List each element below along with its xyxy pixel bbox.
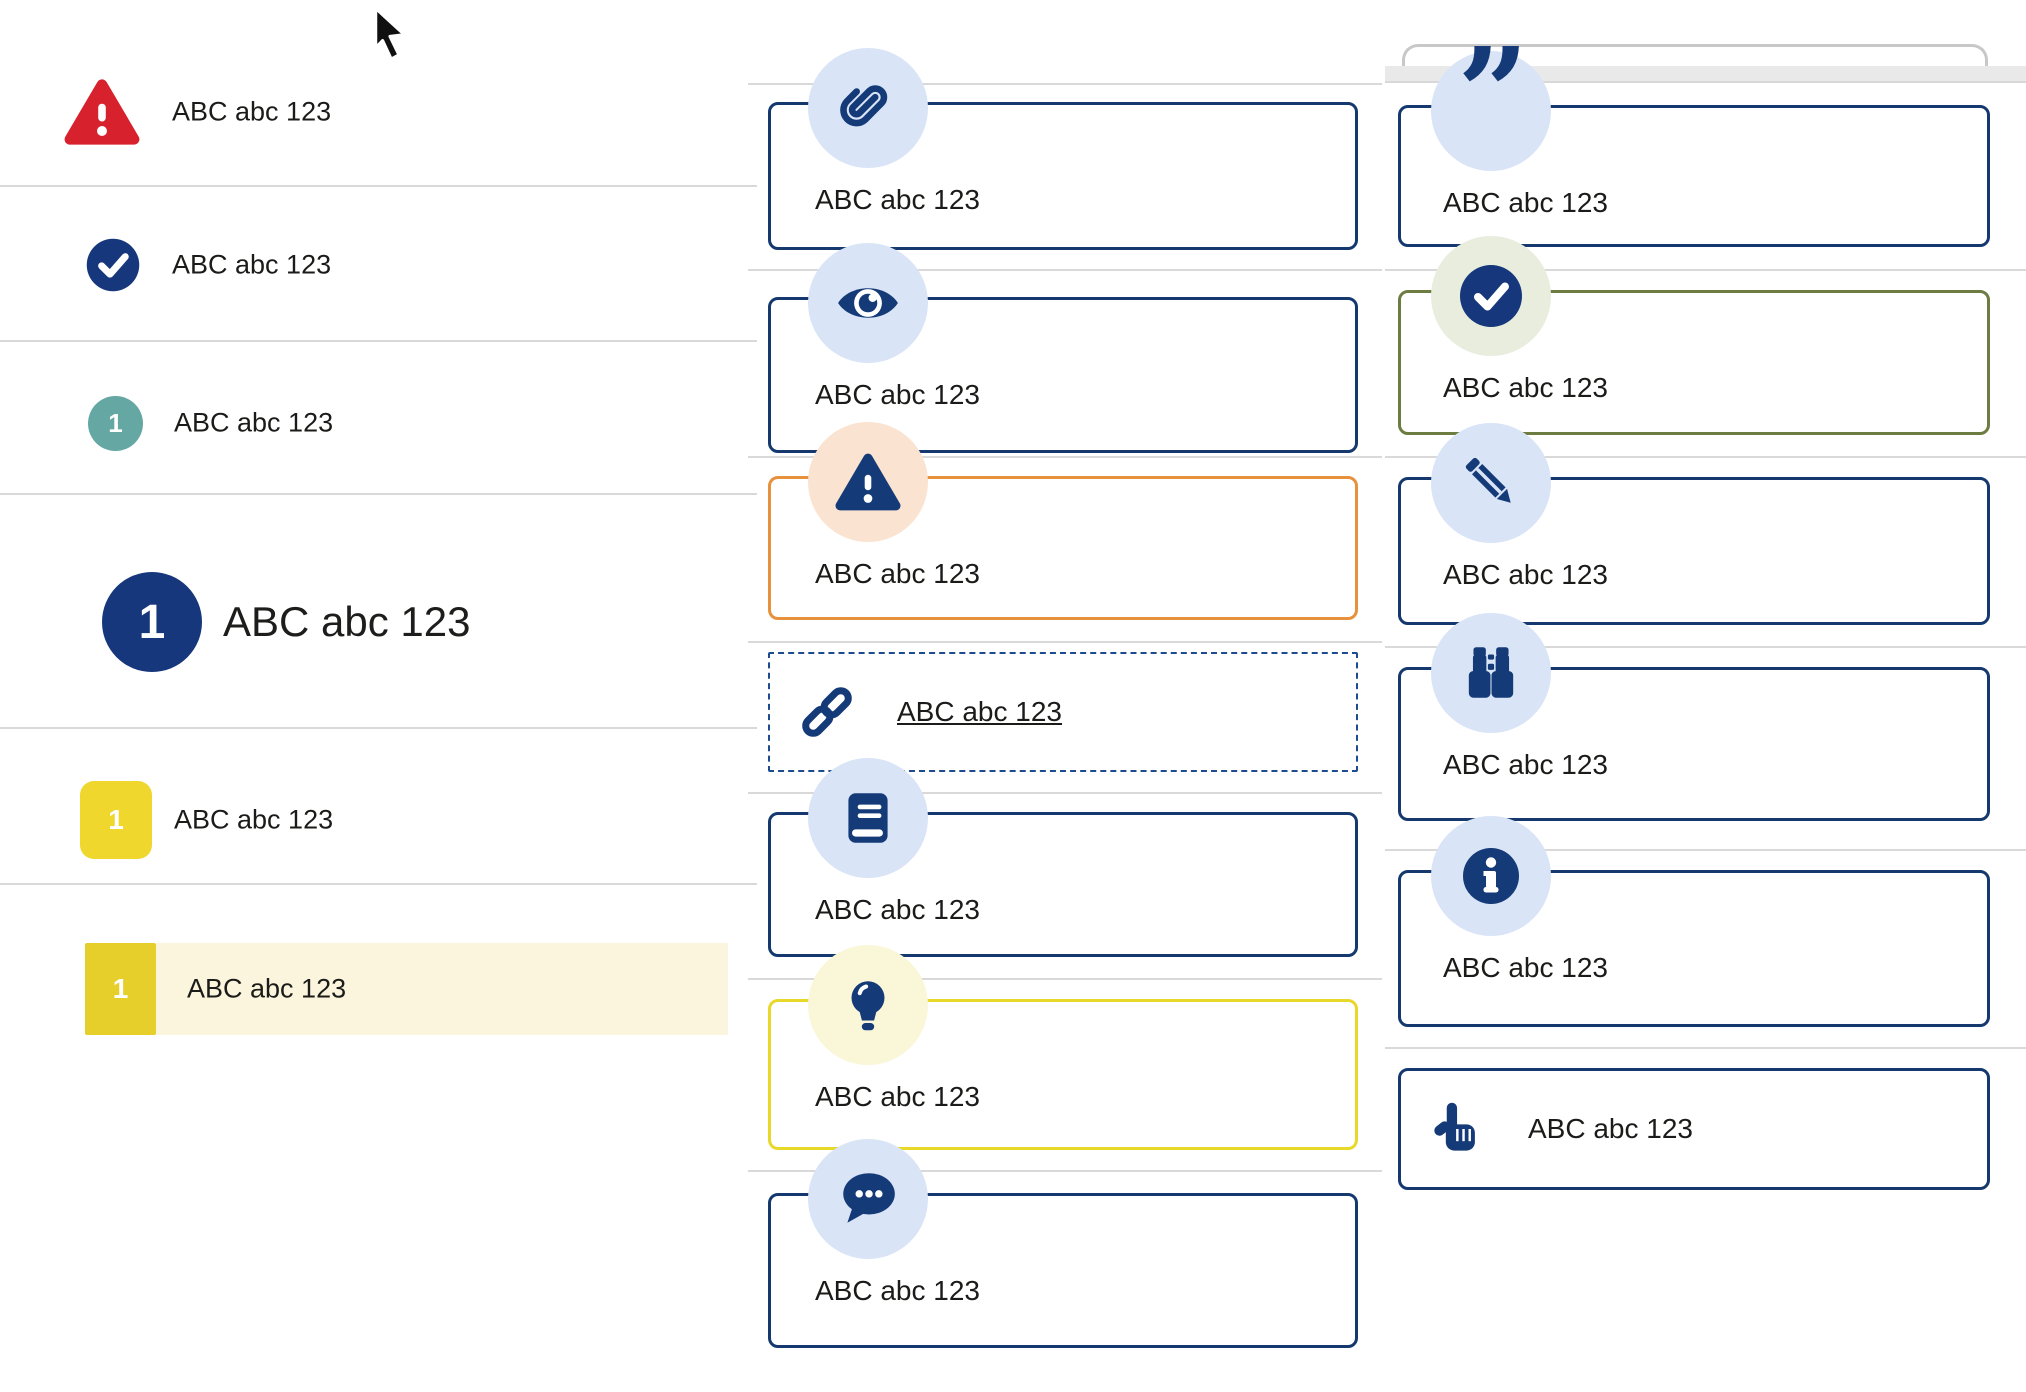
card-label: ABC abc 123 [815, 184, 980, 215]
warning-icon [808, 422, 928, 542]
callout-card-edit: ABC abc 123 [1398, 477, 1990, 625]
list-item-label-large: ABC abc 123 [223, 598, 471, 645]
card-label: ABC abc 123 [815, 1275, 980, 1306]
card-label: ABC abc 123 [1528, 1113, 1693, 1144]
list-item-label: ABC abc 123 [172, 249, 332, 280]
list-item-label: ABC abc 123 [174, 804, 334, 835]
card-label: ABC abc 123 [1443, 372, 1608, 403]
card-label: ABC abc 123 [1443, 749, 1608, 780]
divider [748, 83, 1382, 85]
list-item-label: ABC abc 123 [187, 973, 347, 1004]
divider [1385, 456, 2026, 458]
warning-triangle-icon [62, 74, 142, 150]
card-label: ABC abc 123 [815, 1081, 980, 1112]
callout-card-action: ABC abc 123 [1398, 1068, 1990, 1190]
link-icon [795, 680, 859, 744]
divider [748, 978, 1382, 980]
divider [0, 493, 757, 495]
divider [0, 340, 757, 342]
mouse-cursor [366, 6, 414, 68]
list-item-label: ABC abc 123 [174, 407, 334, 438]
divider [1385, 269, 2026, 271]
quote-icon: ” [1431, 32, 1551, 171]
card-link[interactable]: ABC abc 123 [897, 696, 1062, 727]
binoculars-icon [1431, 613, 1551, 733]
card-label: ABC abc 123 [815, 379, 980, 410]
card-label: ABC abc 123 [1443, 187, 1608, 218]
card-label: ABC abc 123 [1443, 559, 1608, 590]
card-label: ABC abc 123 [815, 894, 980, 925]
link-card[interactable]: ABC abc 123 [768, 652, 1358, 772]
step-badge-teal: 1 [88, 396, 143, 451]
callout-card-warning: ABC abc 123 [768, 476, 1358, 620]
eye-icon [808, 243, 928, 363]
list-item-label: ABC abc 123 [172, 96, 332, 127]
step-badge-yellow-dark: 1 [85, 943, 156, 1035]
book-icon [808, 758, 928, 878]
card-label: ABC abc 123 [815, 558, 980, 589]
divider [1385, 849, 2026, 851]
check-circle-icon [85, 237, 141, 293]
highlighted-row [156, 943, 728, 1035]
lightbulb-icon [808, 945, 928, 1065]
step-badge-large: 1 [102, 572, 202, 672]
step-badge-yellow: 1 [80, 781, 152, 859]
divider [748, 1170, 1382, 1172]
divider [748, 456, 1382, 458]
paperclip-icon [808, 48, 928, 168]
divider [1385, 646, 2026, 648]
divider [0, 727, 757, 729]
divider [0, 883, 757, 885]
divider [748, 792, 1382, 794]
divider [748, 269, 1382, 271]
divider [0, 185, 757, 187]
chat-icon [808, 1139, 928, 1259]
hand-pointer-icon [1428, 1099, 1488, 1159]
divider [748, 641, 1382, 643]
divider [1385, 1047, 2026, 1049]
info-icon [1431, 816, 1551, 936]
top-band [1385, 66, 2026, 83]
card-label: ABC abc 123 [1443, 952, 1608, 983]
check-icon [1431, 236, 1551, 356]
pencil-icon [1431, 423, 1551, 543]
